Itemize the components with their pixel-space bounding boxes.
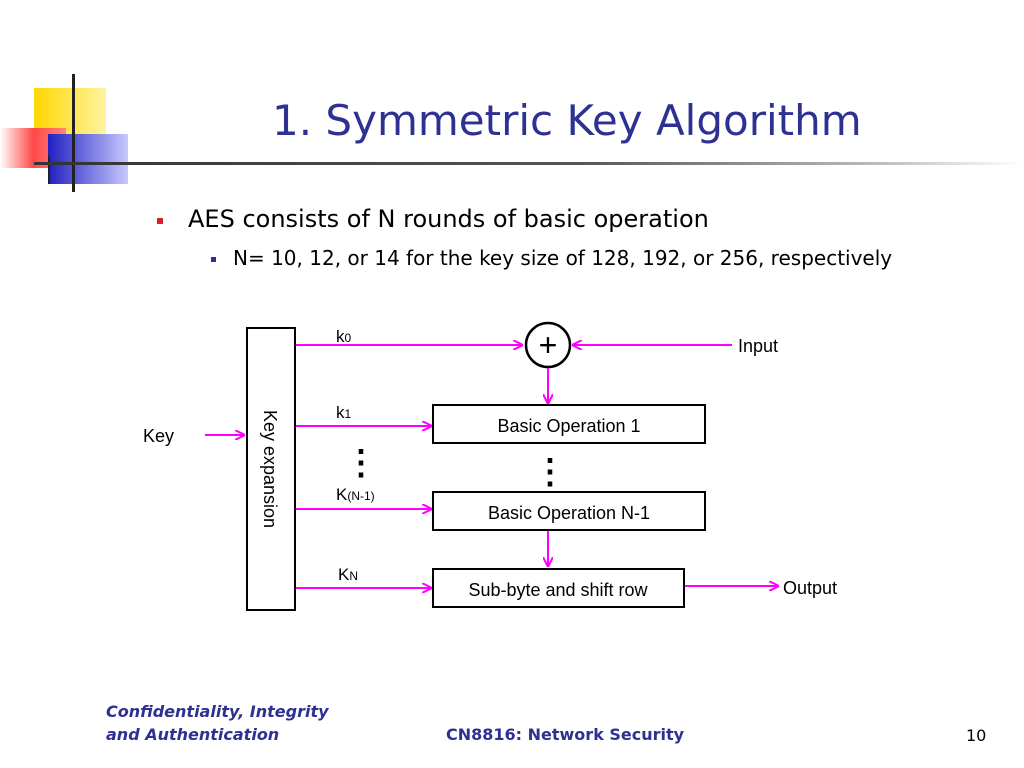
- basic-operation-n1-box: [432, 491, 706, 531]
- title-divider: [34, 162, 1024, 165]
- key-label: Key: [143, 426, 174, 446]
- input-label: Input: [738, 336, 778, 356]
- key-expansion-label: Key expansion: [260, 410, 280, 528]
- output-label: Output: [783, 578, 837, 598]
- ellipsis-left: ⋮: [344, 444, 378, 482]
- xor-circle: [524, 321, 572, 369]
- footer-course-topic: Confidentiality, Integrity and Authentic…: [106, 700, 329, 746]
- key-expansion-box: [246, 327, 296, 611]
- page-number: 10: [966, 726, 987, 745]
- bullet-marker: [157, 218, 163, 224]
- sub-byte-shift-row-label: Sub-byte and shift row: [468, 580, 648, 600]
- slide-title: 1. Symmetric Key Algorithm: [272, 96, 862, 145]
- subkey-kn-label: KN: [338, 565, 358, 584]
- footer-topic-line1: Confidentiality, Integrity: [106, 702, 329, 721]
- bullet-text: AES consists of N rounds of basic operat…: [188, 205, 709, 233]
- xor-symbol: +: [539, 327, 558, 363]
- subkey-kn1-label: K(N-1): [336, 485, 375, 504]
- subkey-k0-label: k0: [336, 327, 352, 346]
- ellipsis-center: ⋮: [533, 453, 567, 491]
- footer-topic-line2: and Authentication: [106, 725, 280, 744]
- basic-operation-1-box: [432, 404, 706, 444]
- footer-course-name: CN8816: Network Security: [446, 725, 685, 744]
- basic-operation-1-label: Basic Operation 1: [497, 416, 640, 436]
- basic-operation-n1-label: Basic Operation N-1: [488, 503, 650, 523]
- sub-bullet-marker: [211, 257, 216, 262]
- decorative-logo: [0, 74, 128, 192]
- subkey-k1-label: k1: [336, 403, 352, 422]
- sub-bullet-text: N= 10, 12, or 14 for the key size of 128…: [233, 246, 893, 270]
- sub-byte-shift-row-box: [432, 568, 685, 608]
